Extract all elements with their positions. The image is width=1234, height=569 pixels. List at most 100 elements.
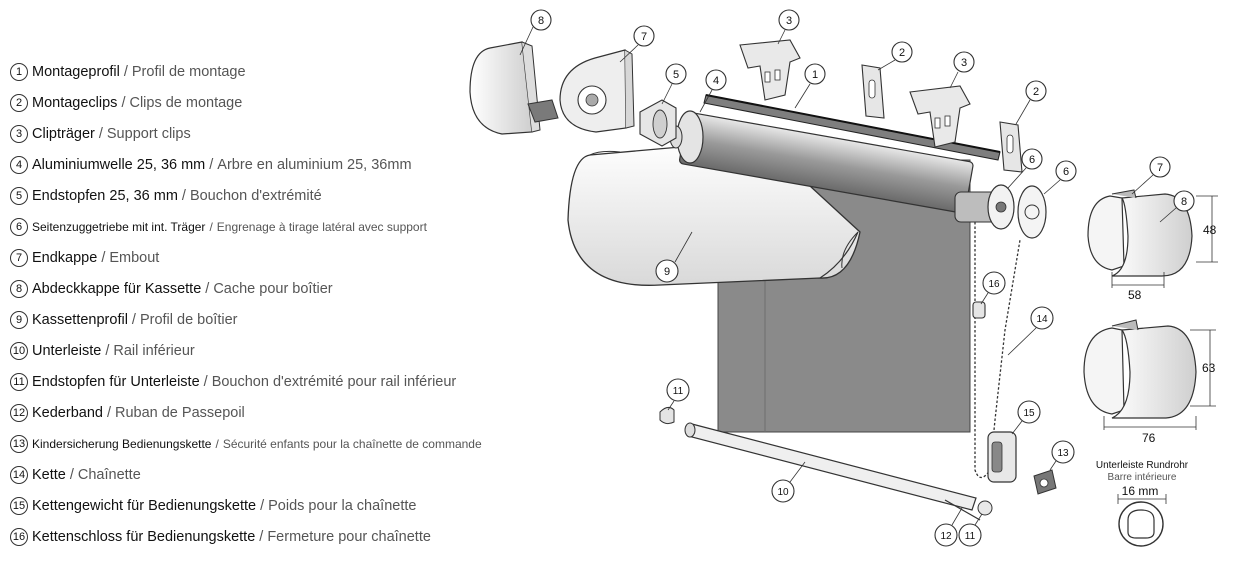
part-name-de: Kassettenprofil <box>32 312 128 328</box>
separator: / <box>259 529 264 545</box>
legend-item: 11 Endstopfen für Unterleiste / Bouchon … <box>10 372 456 392</box>
bottom-rail <box>684 422 977 511</box>
part-name-fr: Rail inférieur <box>113 343 195 359</box>
callout-marker: 5 <box>665 63 687 85</box>
bottom-rail-tube-profile <box>1117 494 1167 547</box>
callout-marker: 10 <box>771 479 795 503</box>
callout-number: 6 <box>1063 166 1069 178</box>
callout-number: 4 <box>713 75 719 87</box>
leader-line <box>674 231 693 263</box>
part-name-fr: Engrenage à tirage latéral avec support <box>216 220 427 234</box>
legend-item: 8 Abdeckkappe für Kassette / Cache pour … <box>10 279 333 299</box>
callout-number: 9 <box>10 311 28 329</box>
legend-item: 3 Clipträger / Support clips <box>10 124 191 144</box>
callout-number: 2 <box>10 94 28 112</box>
leader-line <box>519 26 534 56</box>
callout-number: 7 <box>1157 162 1163 174</box>
callout-marker: 8 <box>1173 190 1195 212</box>
legend-item: 7 Endkappe / Embout <box>10 248 159 268</box>
dimension-label: 48 <box>1203 223 1217 237</box>
part-name-fr: Poids pour la chaînette <box>268 498 417 514</box>
piping-strip <box>944 499 981 521</box>
leader-line <box>1007 167 1027 189</box>
separator: / <box>69 467 74 483</box>
callout-marker: 14 <box>1030 306 1054 330</box>
part-name-fr: Arbre en aluminium 25, 36mm <box>217 157 412 173</box>
part-name-fr: Profil de boîtier <box>139 312 238 328</box>
callout-marker: 8 <box>530 9 552 31</box>
part-name-de: Kettenschloss für Bedienungskette <box>32 529 256 545</box>
part-name-de: Clipträger <box>32 126 95 142</box>
part-name-fr: Bouchon d'extrémité <box>189 188 322 204</box>
part-name-fr: Chaînette <box>77 467 141 483</box>
side-gear-bracket <box>1017 185 1047 239</box>
bottom-rail-title: Unterleiste Rundrohr <box>1096 460 1189 471</box>
leader-line <box>974 513 983 526</box>
part-name-de: Endstopfen 25, 36 mm <box>32 188 178 204</box>
part-name-fr: Profil de montage <box>131 64 246 80</box>
callout-marker: 12 <box>934 523 958 547</box>
part-name-de: Kindersicherung Bedienungskette <box>32 437 212 451</box>
part-name-de: Montageclips <box>32 95 118 111</box>
dimension-label: 58 <box>1128 288 1142 302</box>
leader-line <box>661 83 673 105</box>
legend-item: 2 Montageclips / Clips de montage <box>10 93 242 113</box>
part-name-fr: Cache pour boîtier <box>213 281 333 297</box>
mounting-clip <box>861 64 885 119</box>
leader-line <box>1159 207 1177 223</box>
dimension-label: 16 mm <box>1122 484 1159 498</box>
part-name-fr: Bouchon d'extrémité pour rail inférieur <box>211 374 457 390</box>
callout-number: 14 <box>10 466 28 484</box>
part-name-de: Abdeckkappe für Kassette <box>32 281 202 297</box>
part-name-de: Endstopfen für Unterleiste <box>32 374 200 390</box>
leader-line <box>980 292 989 305</box>
part-name-fr: Ruban de Passepoil <box>114 405 245 421</box>
callout-number: 14 <box>1036 314 1048 325</box>
end-plug <box>639 99 677 147</box>
callout-marker: 6 <box>1055 160 1077 182</box>
leader-line <box>949 71 959 89</box>
leader-line <box>877 59 896 71</box>
callout-number: 9 <box>664 266 670 278</box>
part-name-de: Endkappe <box>32 250 98 266</box>
leader-line <box>794 83 811 109</box>
legend-item: 9 Kassettenprofil / Profil de boîtier <box>10 310 237 330</box>
callout-number: 5 <box>673 69 679 81</box>
callout-number: 2 <box>899 47 905 59</box>
callout-number: 2 <box>1033 86 1039 98</box>
legend-item: 4 Aluminiumwelle 25, 36 mm / Arbre en al… <box>10 155 412 175</box>
part-name-fr: Sécurité enfants pour la chaînette de co… <box>222 437 482 451</box>
legend-item: 1 Montageprofil / Profil de montage <box>10 62 246 82</box>
bottom-rail-end-plug <box>659 406 675 425</box>
callout-number: 15 <box>10 497 28 515</box>
separator: / <box>101 250 106 266</box>
part-name-de: Unterleiste <box>32 343 102 359</box>
leader-line <box>667 400 675 411</box>
callout-number: 3 <box>961 57 967 69</box>
part-name-de: Montageprofil <box>32 64 120 80</box>
callout-number: 16 <box>10 528 28 546</box>
callout-number: 13 <box>10 435 28 453</box>
callout-marker: 2 <box>891 41 913 63</box>
callout-number: 4 <box>10 156 28 174</box>
callout-number: 3 <box>10 125 28 143</box>
callout-number: 8 <box>10 280 28 298</box>
callout-number: 1 <box>10 63 28 81</box>
chain-connector <box>972 301 986 319</box>
separator: / <box>105 343 110 359</box>
dimension-label: 76 <box>1142 431 1156 445</box>
callout-number: 10 <box>10 342 28 360</box>
legend-item: 5 Endstopfen 25, 36 mm / Bouchon d'extré… <box>10 186 322 206</box>
part-name-fr: Embout <box>109 250 160 266</box>
leader-line <box>1015 99 1031 125</box>
end-bracket <box>559 49 635 133</box>
callout-marker: 3 <box>778 9 800 31</box>
mounting-clip <box>999 121 1023 173</box>
separator: / <box>106 405 111 421</box>
leader-line <box>1043 179 1061 195</box>
end-cover-cap <box>469 41 559 135</box>
part-name-de: Seitenzuggetriebe mit int. Träger <box>32 220 206 234</box>
end-cap-large-detail <box>1083 319 1216 430</box>
callout-number: 12 <box>940 531 952 542</box>
callout-number: 15 <box>1023 408 1035 419</box>
